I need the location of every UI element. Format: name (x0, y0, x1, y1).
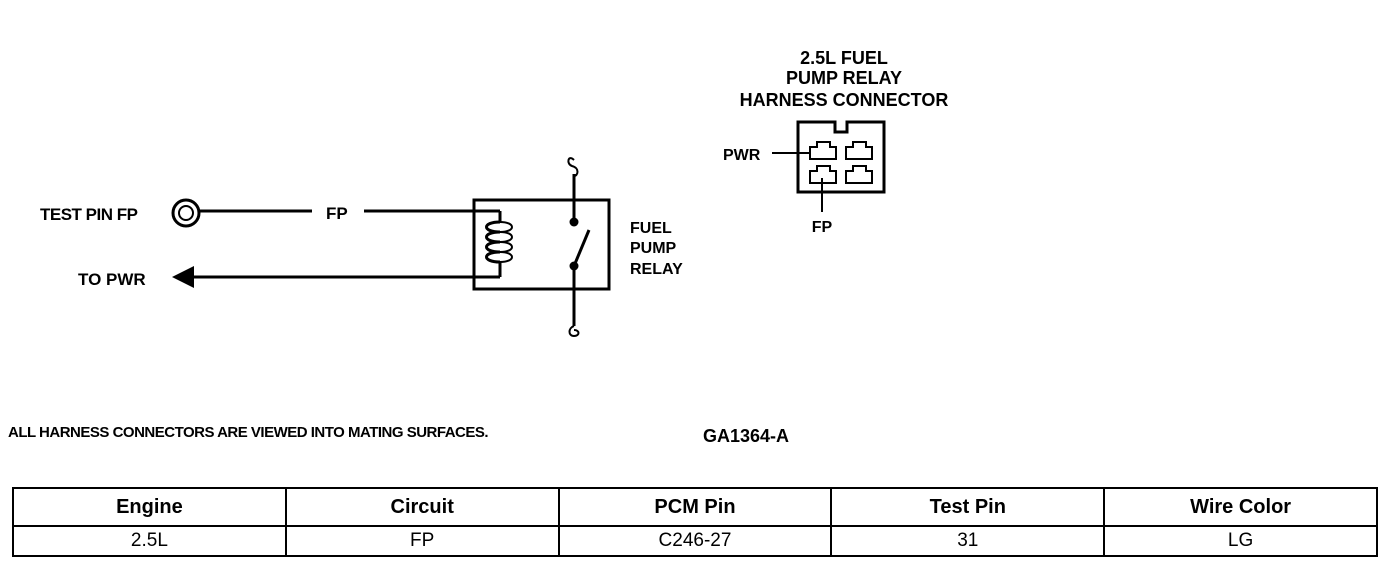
fuel-pump-relay-diagram: TEST PIN FP FP TO PWR FUEL PUMP RELAY 2.… (40, 48, 949, 338)
relay-label-line3: RELAY (630, 261, 683, 278)
header-wire-color: Wire Color (1103, 487, 1378, 527)
figure-id: GA1364-A (703, 426, 790, 446)
to-pwr-label: TO PWR (78, 270, 146, 289)
relay-coil (485, 211, 513, 277)
connector-title-line3: HARNESS CONNECTOR (740, 90, 949, 110)
header-pcm-pin: PCM Pin (557, 487, 833, 527)
cell-circuit: FP (284, 525, 560, 557)
cell-wire-color: LG (1103, 525, 1378, 557)
connector-title-line2: PUMP RELAY (786, 68, 902, 88)
test-pin-label: TEST PIN FP (40, 205, 138, 224)
cell-engine: 2.5L (12, 525, 287, 557)
viewing-note: ALL HARNESS CONNECTORS ARE VIEWED INTO M… (8, 424, 489, 441)
cell-test-pin: 31 (830, 525, 1106, 557)
relay-switch (567, 157, 591, 338)
fp-wire-label: FP (326, 204, 348, 223)
relay-label-line2: PUMP (630, 240, 677, 257)
harness-connector-face (796, 120, 886, 194)
connector-fp-label: FP (812, 219, 833, 236)
relay-label-line1: FUEL (630, 220, 672, 237)
test-pin-symbol (171, 198, 201, 228)
pin-reference-table: Engine Circuit PCM Pin Test Pin Wire Col… (12, 487, 1378, 557)
header-engine: Engine (12, 487, 287, 527)
connector-pwr-label: PWR (723, 147, 761, 164)
header-test-pin: Test Pin (830, 487, 1106, 527)
cell-pcm-pin: C246-27 (557, 525, 833, 557)
table-row: 2.5L FP C246-27 31 LG (12, 525, 1378, 557)
connector-title-line1: 2.5L FUEL (800, 48, 888, 68)
table-header-row: Engine Circuit PCM Pin Test Pin Wire Col… (12, 487, 1378, 527)
header-circuit: Circuit (284, 487, 560, 527)
to-pwr-arrow (172, 266, 500, 288)
relay-box (472, 198, 611, 291)
